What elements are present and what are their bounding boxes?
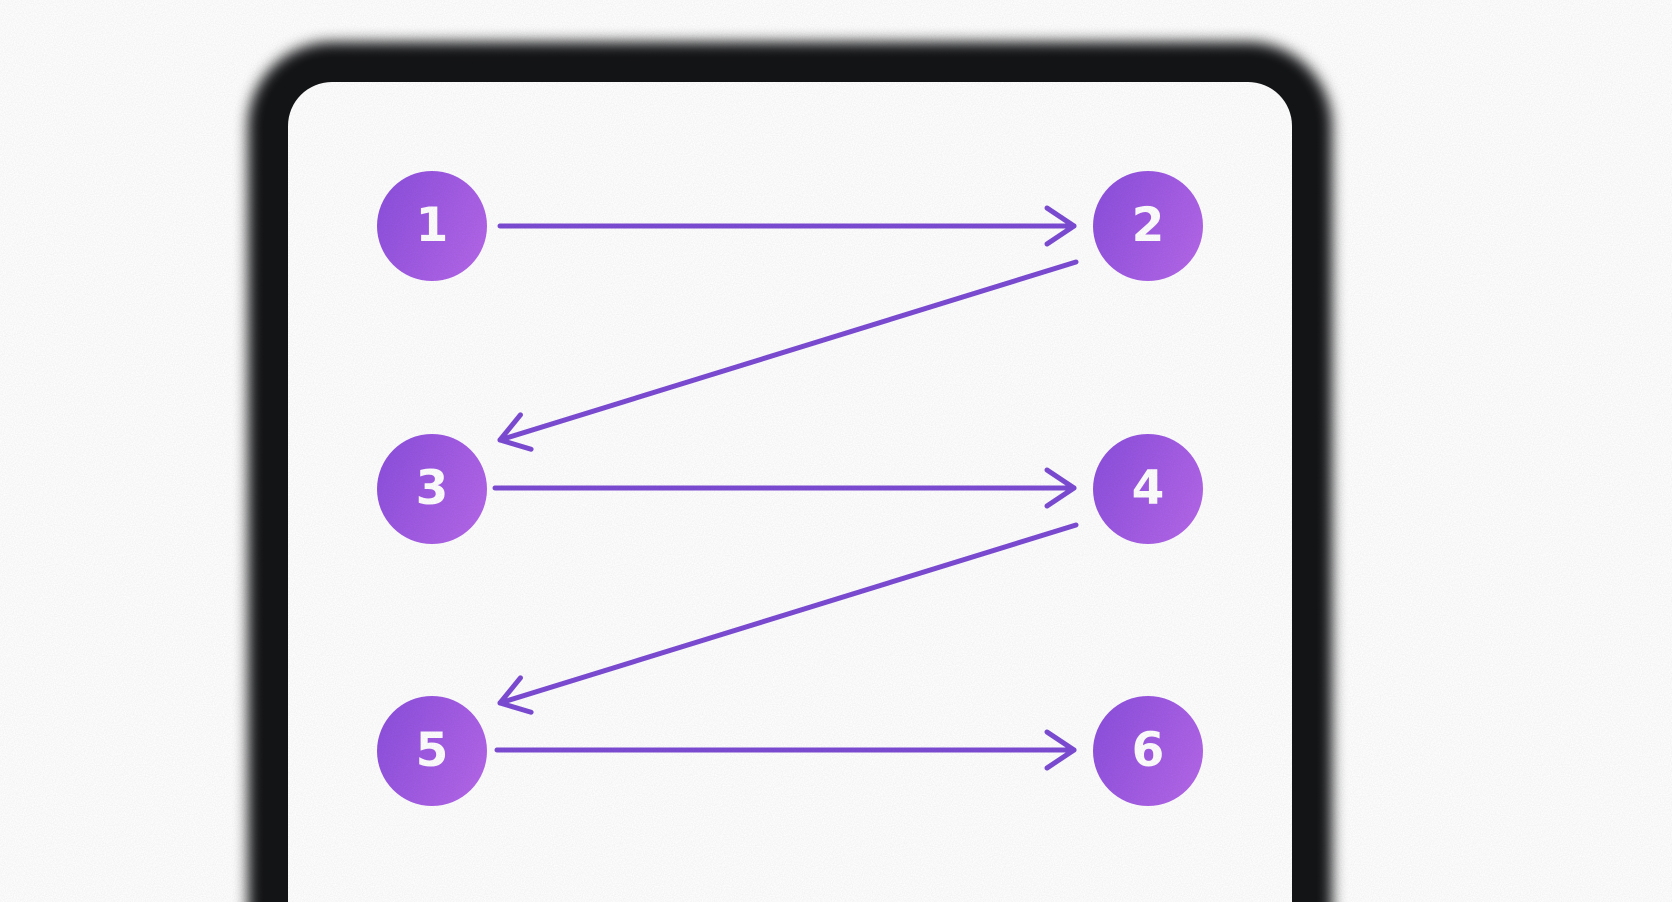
card (288, 82, 1292, 902)
